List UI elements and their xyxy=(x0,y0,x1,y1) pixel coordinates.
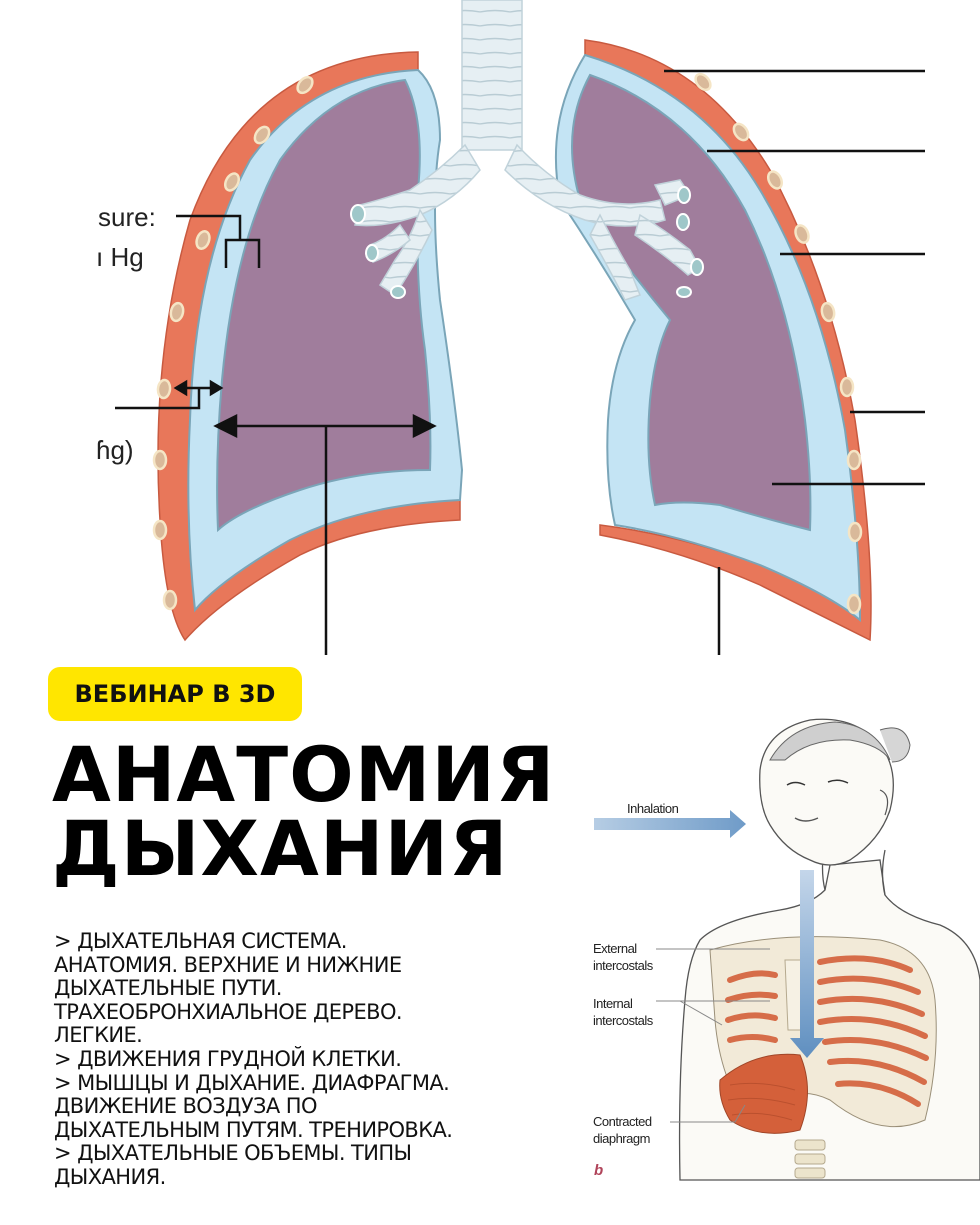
title-line-1: АНАТОМИЯ xyxy=(52,730,556,819)
contracted-diaphragm-label: Contracted diaphragm xyxy=(593,1114,652,1146)
panel-letter: b xyxy=(594,1162,604,1179)
webinar-badge: ВЕБИНАР В 3D xyxy=(48,667,302,721)
topic-line: АНАТОМИЯ. ВЕРХНИЕ И НИЖНИЕ xyxy=(54,952,402,977)
external-intercostals-label: External intercostals xyxy=(593,941,653,973)
topic-line: > МЫШЦЫ И ДЫХАНИЕ. ДИАФРАГМА. xyxy=(54,1070,450,1095)
torso-illustration xyxy=(594,718,980,1181)
page-title: АНАТОМИЯ ДЫХАНИЯ xyxy=(52,730,572,893)
topic-line: > ДЫХАТЕЛЬНЫЕ ОБЪЕМЫ. ТИПЫ xyxy=(54,1141,412,1166)
topic-line: > ДВИЖЕНИЯ ГРУДНОЙ КЛЕТКИ. xyxy=(54,1046,402,1071)
pressure-label-bottom: ɦg) xyxy=(96,435,134,465)
topics-list: > ДЫХАТЕЛЬНАЯ СИСТЕМА. АНАТОМИЯ. ВЕРХНИЕ… xyxy=(54,929,574,1190)
topic-line: ДВИЖЕНИЕ ВОЗДУЗА ПО xyxy=(54,1094,317,1119)
title-line-2: ДЫХАНИЯ xyxy=(52,804,509,893)
inhalation-label: Inhalation xyxy=(627,801,679,816)
internal-intercostals-label: Internal intercostals xyxy=(593,996,653,1028)
topic-line: ДЫХАНИЯ. xyxy=(54,1164,166,1189)
lung-diagram: sure: ı Hg ɦg) xyxy=(96,0,925,655)
topic-line: > ДЫХАТЕЛЬНАЯ СИСТЕМА. xyxy=(54,929,347,953)
topic-line: ДЫХАТЕЛЬНЫМ ПУТЯМ. ТРЕНИРОВКА. xyxy=(54,1117,453,1142)
topic-line: ДЫХАТЕЛЬНЫЕ ПУТИ. xyxy=(54,976,282,1001)
lungs-illustration xyxy=(115,0,925,655)
breathing-figure: Inhalation External intercostals Interna… xyxy=(580,700,980,1200)
topic-line: ТРАХЕОБРОНХИАЛЬНОЕ ДЕРЕВО. xyxy=(54,999,403,1024)
topic-line: ЛЕГКИЕ. xyxy=(54,1023,143,1048)
pressure-label-top: sure: xyxy=(98,202,156,232)
pressure-unit-label: ı Hg xyxy=(96,242,144,272)
